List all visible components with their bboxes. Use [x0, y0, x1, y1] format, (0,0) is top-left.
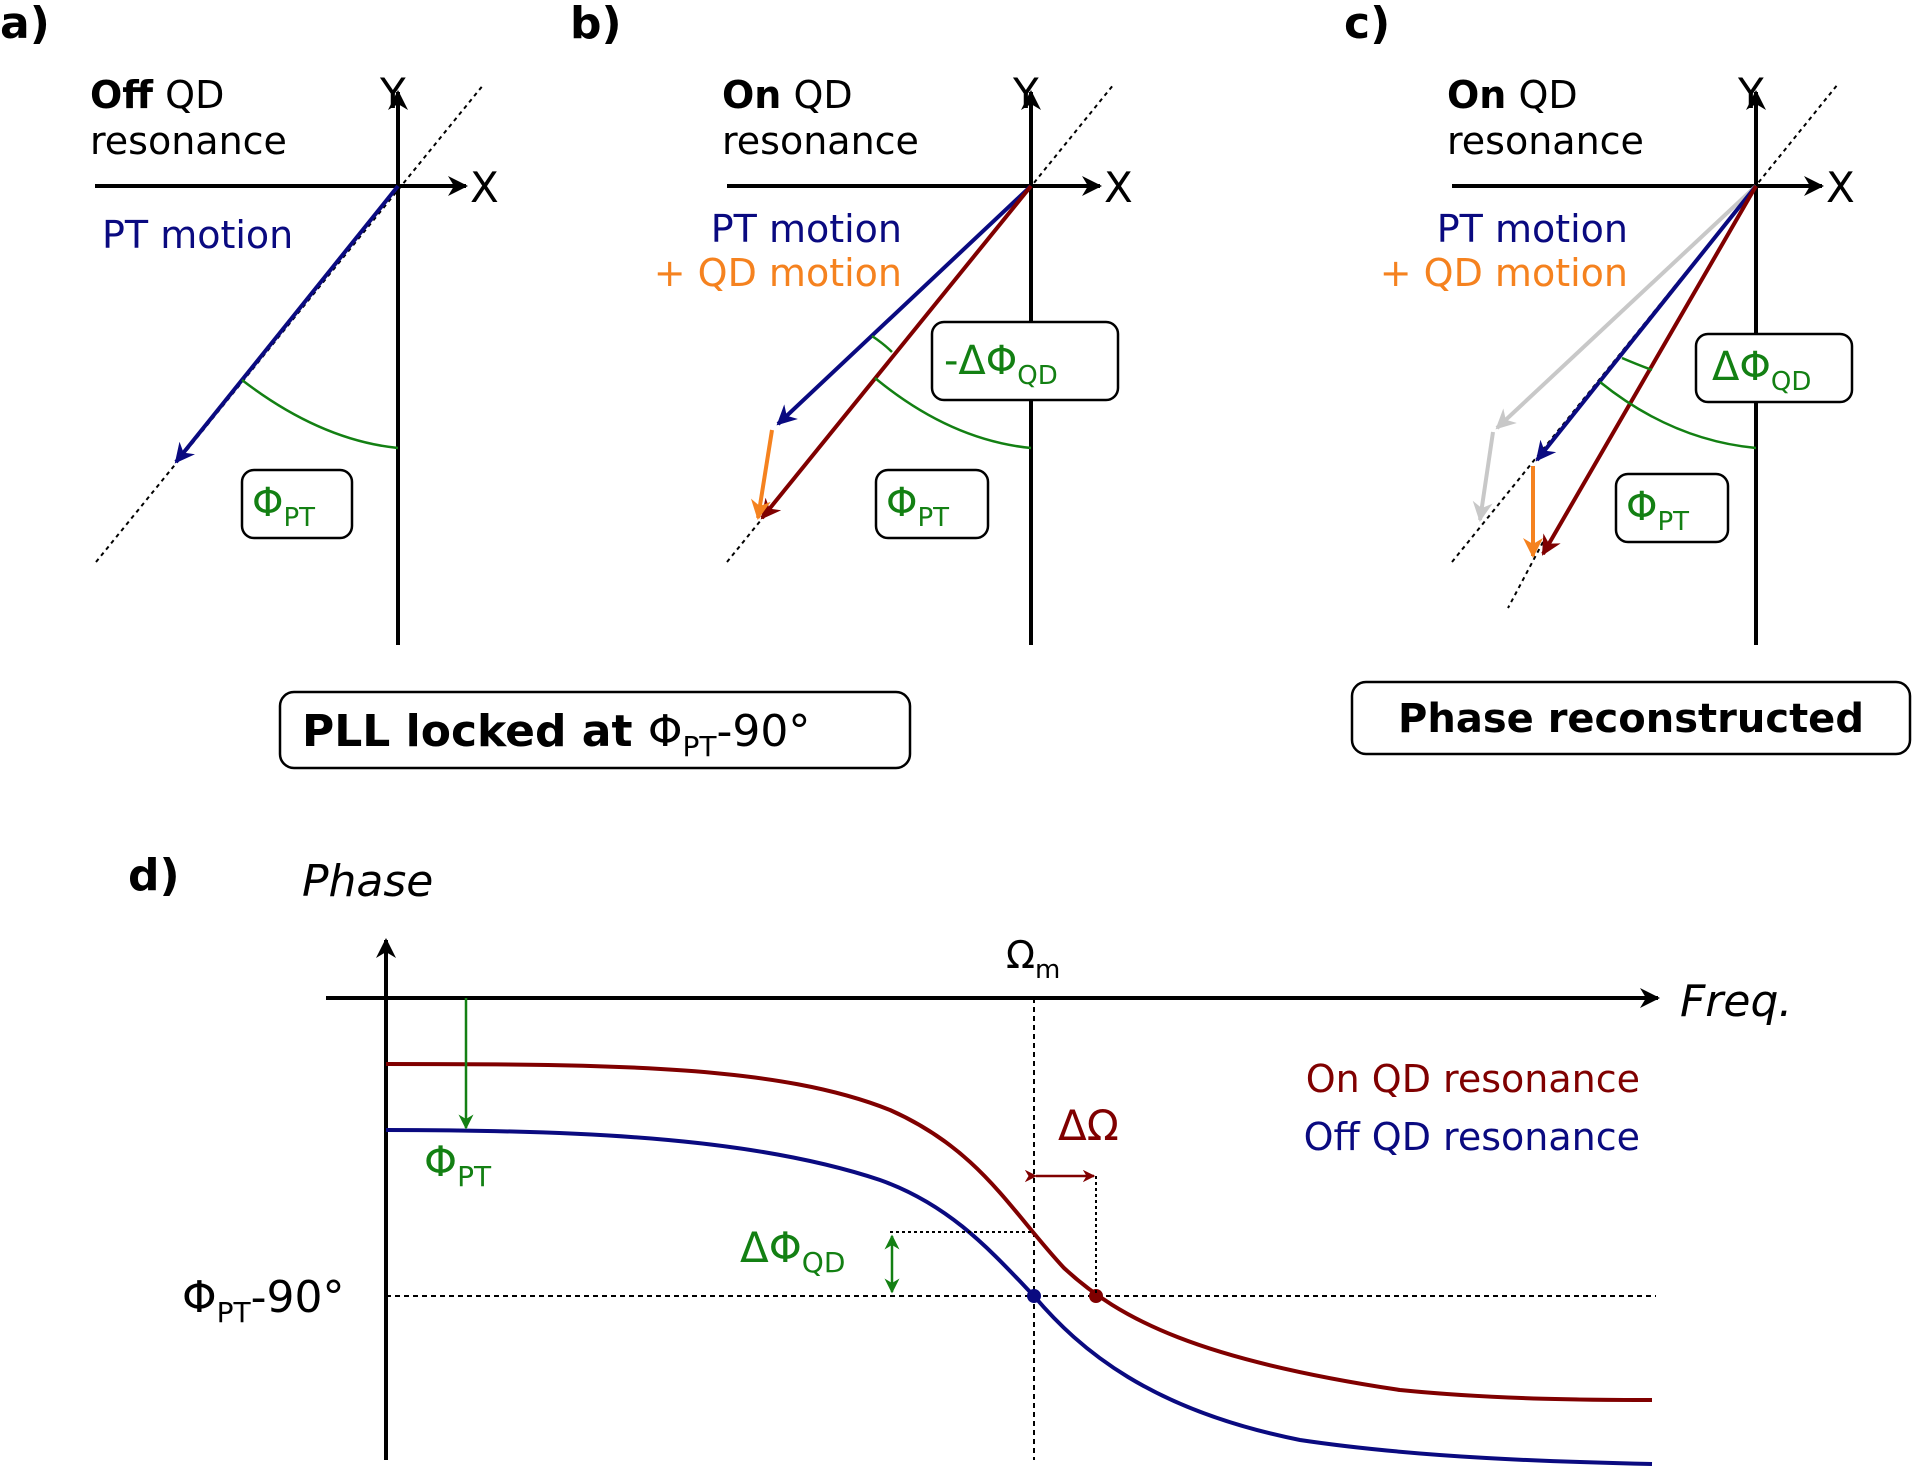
panel-c: c) On QD resonance X Y PT motion + QD mo… — [1344, 0, 1855, 645]
panel-c-dotted-extension — [1507, 541, 1544, 609]
panel-a: a) Off QD resonance X Y PT motion ΦPT — [0, 0, 499, 645]
panel-d: d) Phase Freq. Ωm ΦPT-90° ΦPT ΔΦQD ΔΩ On… — [128, 850, 1792, 1466]
panel-c-ghost-qd-vector — [1472, 431, 1495, 522]
panel-c-phi-arc — [1599, 381, 1757, 450]
panel-b-phi-label: ΦPT — [886, 480, 949, 533]
panel-c-dphi-label: ΔΦQD — [1712, 344, 1811, 397]
panel-d-on-dot — [1089, 1289, 1103, 1303]
panel-c-dphi-arc — [1621, 356, 1653, 372]
panel-a-y-label: Y — [379, 69, 406, 118]
panel-c-y-label: Y — [1737, 69, 1764, 118]
panel-d-legend-on: On QD resonance — [1306, 1057, 1640, 1101]
panel-a-phi-label: ΦPT — [252, 480, 315, 533]
panel-b-qd-motion-label: + QD motion — [654, 251, 902, 295]
panel-c-pt-vector — [1535, 184, 1758, 462]
panel-b-title: On QD — [722, 73, 853, 117]
panel-c-dphi-box — [1694, 332, 1854, 404]
panel-b-qd-vector — [750, 429, 774, 520]
panel-b-dphi-label: -ΔΦQD — [944, 338, 1058, 391]
panel-c-pt-motion-label: PT motion — [1437, 207, 1628, 251]
panel-a-label: a) — [0, 0, 50, 49]
panel-b-phi-box — [874, 468, 990, 540]
panel-d-off-dot — [1027, 1289, 1041, 1303]
panel-a-title-line2: resonance — [90, 119, 287, 163]
phase-reconstructed-box-group: Phase reconstructed — [1350, 680, 1912, 756]
phase-reconstructed-box — [1350, 680, 1912, 756]
panel-a-title: Off QD — [90, 73, 224, 117]
pll-box — [278, 690, 912, 770]
pll-box-group: PLL locked at ΦPT-90° — [278, 690, 912, 770]
panel-a-angle-arc — [241, 379, 399, 450]
panel-d-domega-label: ΔΩ — [1058, 1101, 1119, 1150]
panel-b-dphi-box — [930, 320, 1120, 402]
panel-b-y-label: Y — [1012, 69, 1039, 118]
panel-c-qd-motion-label: + QD motion — [1380, 251, 1628, 295]
panel-d-on-curve — [385, 1062, 1653, 1402]
panel-c-title-line2: resonance — [1447, 119, 1644, 163]
panel-a-x-label: X — [470, 163, 499, 212]
panel-a-pt-motion-label: PT motion — [102, 213, 293, 257]
panel-b: b) On QD resonance X Y PT motion + QD mo… — [570, 0, 1133, 645]
panel-b-pt-vector — [776, 184, 1033, 426]
panel-c-label: c) — [1344, 0, 1390, 49]
panel-b-dphi-arc — [871, 334, 893, 353]
panel-d-label: d) — [128, 850, 180, 901]
panel-b-title-line2: resonance — [722, 119, 919, 163]
panel-a-pt-vector — [174, 184, 400, 464]
panel-d-x-axis-label: Freq. — [1680, 976, 1792, 1027]
panel-d-dphi-label: ΔΦQD — [740, 1223, 845, 1279]
panel-b-label: b) — [570, 0, 622, 49]
panel-b-phi-arc — [874, 377, 1032, 450]
panel-d-omega-label: Ωm — [1006, 933, 1060, 985]
panel-c-phi-label: ΦPT — [1626, 484, 1689, 537]
pll-box-text: PLL locked at ΦPT-90° — [302, 706, 810, 763]
panel-d-y-axis-label: Phase — [302, 856, 433, 907]
panel-a-phi-box — [240, 468, 354, 540]
panel-c-ghost-pt-vector — [1495, 184, 1758, 430]
panel-d-legend-off: Off QD resonance — [1304, 1115, 1640, 1159]
panel-b-sum-vector — [760, 184, 1033, 520]
panel-d-level-label: ΦPT-90° — [182, 1272, 345, 1329]
panel-c-x-label: X — [1826, 163, 1855, 212]
panel-d-phi-label: ΦPT — [424, 1137, 492, 1193]
panel-b-pt-motion-label: PT motion — [711, 207, 902, 251]
panel-c-title: On QD — [1447, 73, 1578, 117]
panel-b-x-label: X — [1104, 163, 1133, 212]
panel-c-phi-box — [1614, 472, 1730, 544]
phase-reconstructed-text: Phase reconstructed — [1398, 696, 1864, 742]
